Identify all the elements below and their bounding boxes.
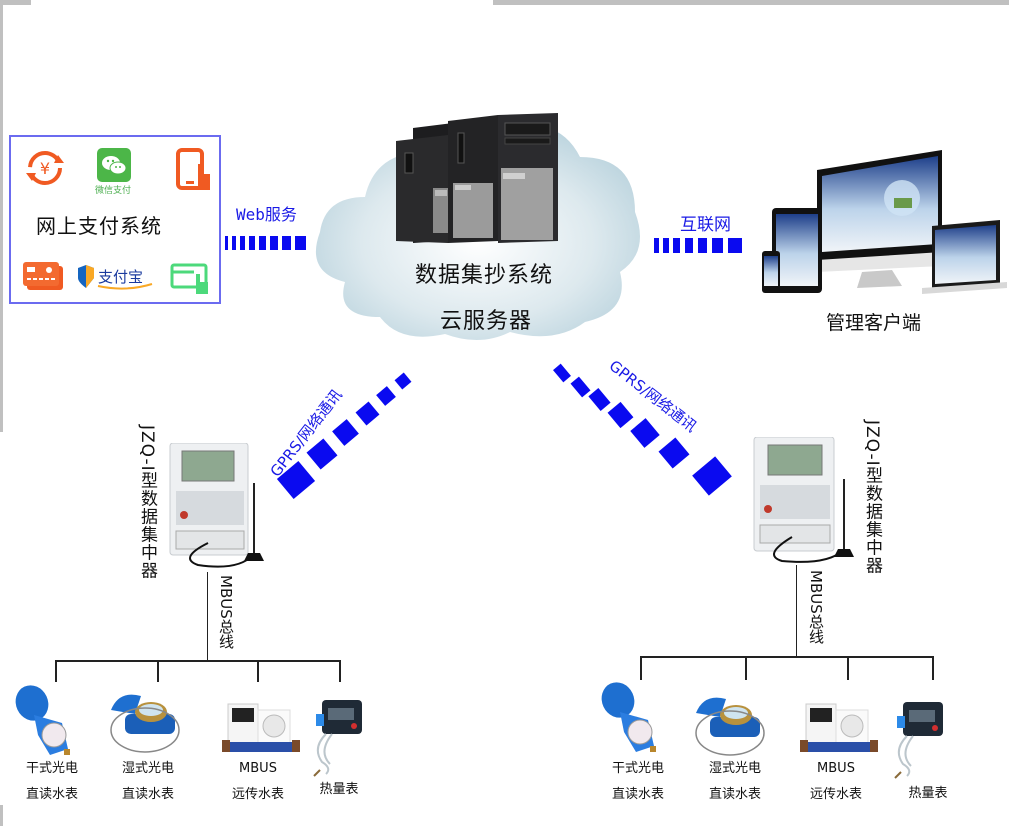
card-tap-icon bbox=[170, 263, 208, 294]
dry-water-meter-icon bbox=[601, 682, 656, 752]
bus-right-label: MBUS总线 bbox=[807, 570, 825, 644]
alipay-label: 支付宝 bbox=[98, 268, 143, 286]
bus-left-label: MBUS总线 bbox=[217, 575, 235, 649]
wet-water-meter-icon bbox=[110, 694, 180, 753]
mbus-water-meter-icon bbox=[800, 703, 878, 752]
client-devices-icon bbox=[762, 150, 1007, 294]
wechat-pay-icon bbox=[97, 148, 131, 182]
dry-water-meter-icon bbox=[15, 685, 70, 755]
wechat-pay-label: 微信支付 bbox=[95, 186, 132, 196]
concentrator-right-device bbox=[753, 437, 854, 563]
meter-label: 热量表 bbox=[319, 782, 359, 797]
wet-water-meter-icon bbox=[695, 697, 765, 756]
meter-label: 湿式光电 直读水表 bbox=[708, 761, 761, 802]
client-label: 管理客户端 bbox=[826, 312, 922, 334]
server-system-title: 数据集抄系统 bbox=[415, 263, 554, 288]
heat-meter-icon bbox=[313, 700, 362, 777]
web-service-label: Web服务 bbox=[236, 205, 297, 224]
server-subtitle: 云服务器 bbox=[440, 309, 533, 334]
mbus-water-meter-icon bbox=[222, 703, 300, 752]
heat-meter-icon bbox=[894, 702, 943, 779]
payment-system-title: 网上支付系统 bbox=[36, 214, 162, 238]
frame-edge bbox=[493, 0, 1009, 5]
meter-label: 热量表 bbox=[908, 786, 948, 801]
yen-refresh-icon: ¥ bbox=[26, 151, 64, 185]
mobile-tap-icon bbox=[176, 148, 210, 190]
concentrator-right-label: JZQ-I型数据集中器 bbox=[862, 420, 882, 575]
frame-edge bbox=[0, 0, 3, 432]
meter-label: 干式光电 直读水表 bbox=[25, 761, 78, 802]
alipay-icon: 支付宝 bbox=[78, 265, 153, 290]
frame-edge bbox=[0, 0, 31, 5]
server-tower-icon bbox=[396, 113, 558, 243]
meter-label: MBUS 远传水表 bbox=[231, 761, 284, 802]
meter-label: 干式光电 直读水表 bbox=[611, 761, 664, 802]
bank-card-icon bbox=[23, 262, 63, 290]
frame-edge bbox=[0, 805, 3, 826]
svg-text:¥: ¥ bbox=[40, 159, 50, 178]
internet-label: 互联网 bbox=[680, 215, 731, 235]
concentrator-left-label: JZQ-I型数据集中器 bbox=[137, 425, 157, 580]
meter-label: 湿式光电 直读水表 bbox=[121, 761, 174, 802]
meter-label: MBUS 远传水表 bbox=[809, 761, 862, 802]
concentrator-left-device bbox=[169, 443, 264, 568]
